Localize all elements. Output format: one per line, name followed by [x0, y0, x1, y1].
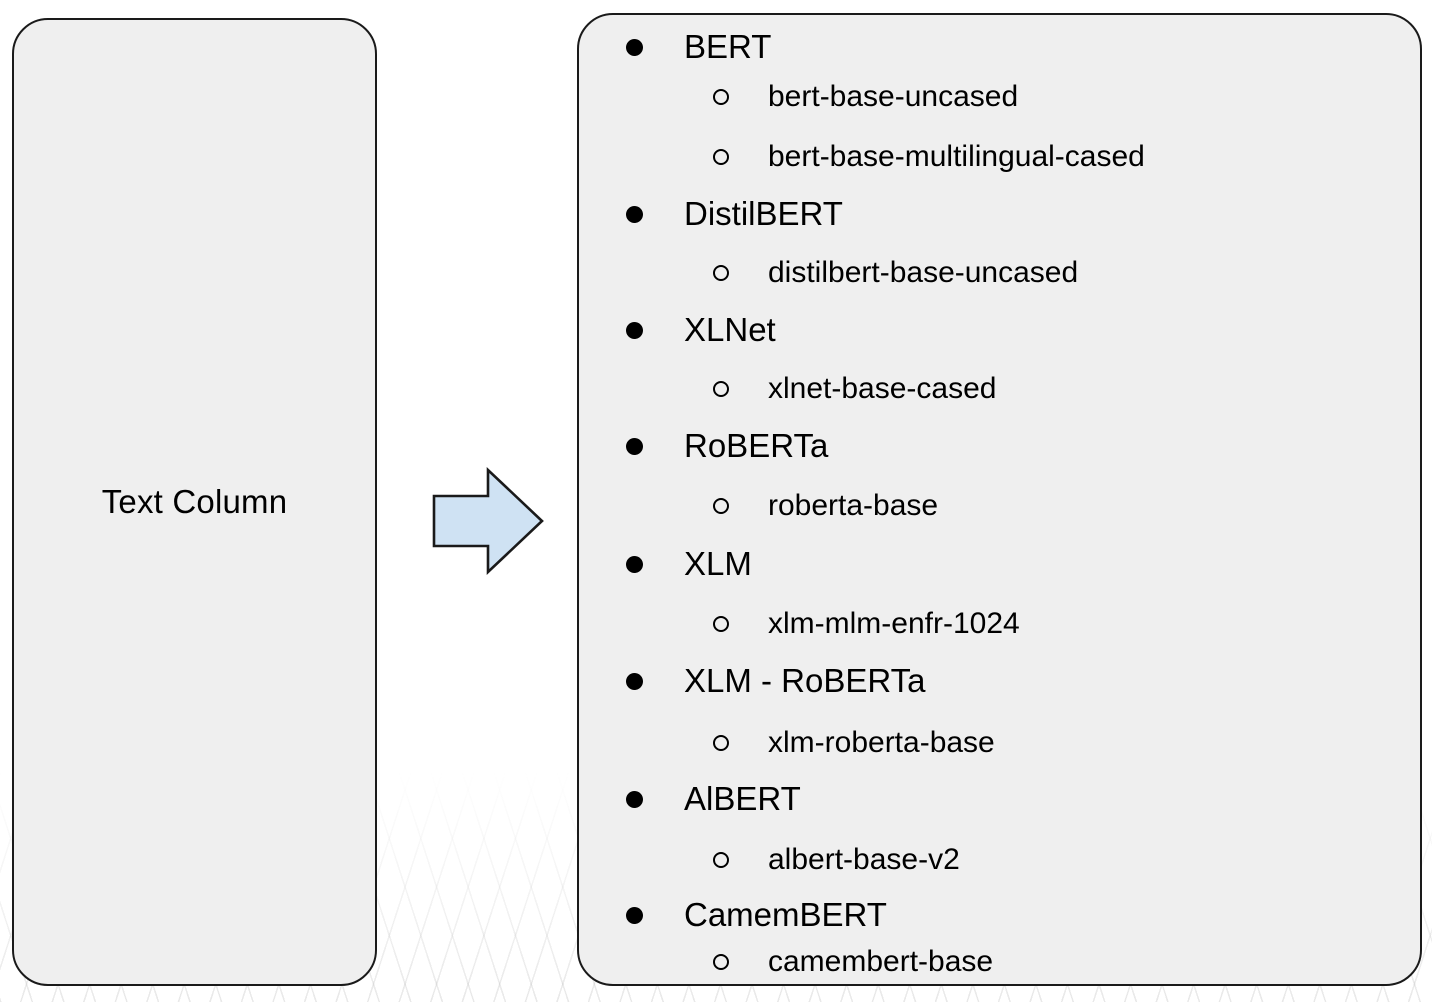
model-variant-item: camembert-base [579, 942, 1420, 982]
model-variant-item: bert-base-uncased [579, 77, 1420, 117]
model-variant-item: xlnet-base-cased [579, 369, 1420, 409]
model-item: CamemBERT [579, 895, 1420, 935]
right-arrow-icon [431, 466, 545, 576]
hollow-bullet-icon [713, 89, 729, 105]
model-item: AlBERT [579, 779, 1420, 819]
model-item: BERT [579, 27, 1420, 67]
hollow-bullet-icon [713, 265, 729, 281]
model-name: XLM [684, 545, 752, 582]
hollow-bullet-icon [713, 954, 729, 970]
filled-bullet-icon [626, 437, 643, 455]
filled-bullet-icon [626, 555, 643, 573]
variant-name: albert-base-v2 [768, 843, 960, 876]
model-variant-item: roberta-base [579, 486, 1420, 526]
filled-bullet-icon [626, 672, 643, 690]
hollow-bullet-icon [713, 381, 729, 397]
model-name: AlBERT [684, 780, 801, 817]
model-variant-item: xlm-mlm-enfr-1024 [579, 604, 1420, 644]
model-variant-item: bert-base-multilingual-cased [579, 137, 1420, 177]
variant-name: bert-base-multilingual-cased [768, 140, 1145, 173]
hollow-bullet-icon [713, 498, 729, 514]
variant-name: xlm-roberta-base [768, 726, 995, 759]
filled-bullet-icon [626, 790, 643, 808]
model-name: RoBERTa [684, 427, 829, 464]
variant-name: xlnet-base-cased [768, 372, 997, 405]
hollow-bullet-icon [713, 616, 729, 632]
model-item: XLNet [579, 310, 1420, 350]
hollow-bullet-icon [713, 149, 729, 165]
text-column-box: Text Column [12, 18, 377, 986]
model-name: CamemBERT [684, 896, 887, 933]
filled-bullet-icon [626, 321, 643, 339]
model-name: BERT [684, 28, 772, 65]
filled-bullet-icon [626, 205, 643, 223]
model-item: XLM [579, 544, 1420, 584]
model-item: XLM - RoBERTa [579, 661, 1420, 701]
model-name: DistilBERT [684, 195, 843, 232]
variant-name: roberta-base [768, 489, 939, 522]
model-name: XLM - RoBERTa [684, 662, 926, 699]
hollow-bullet-icon [713, 735, 729, 751]
model-variant-item: xlm-roberta-base [579, 723, 1420, 763]
text-column-label: Text Column [101, 483, 288, 520]
filled-bullet-icon [626, 906, 643, 924]
variant-name: camembert-base [768, 945, 994, 978]
model-item: DistilBERT [579, 194, 1420, 234]
filled-bullet-icon [626, 38, 643, 56]
model-variant-item: distilbert-base-uncased [579, 253, 1420, 293]
hollow-bullet-icon [713, 852, 729, 868]
model-item: RoBERTa [579, 426, 1420, 466]
variant-name: xlm-mlm-enfr-1024 [768, 607, 1020, 640]
model-name: XLNet [684, 311, 776, 348]
variant-name: distilbert-base-uncased [768, 256, 1079, 289]
models-list-box: BERT bert-base-uncased bert-base-multili… [577, 13, 1422, 986]
model-variant-item: albert-base-v2 [579, 840, 1420, 880]
variant-name: bert-base-uncased [768, 80, 1019, 113]
